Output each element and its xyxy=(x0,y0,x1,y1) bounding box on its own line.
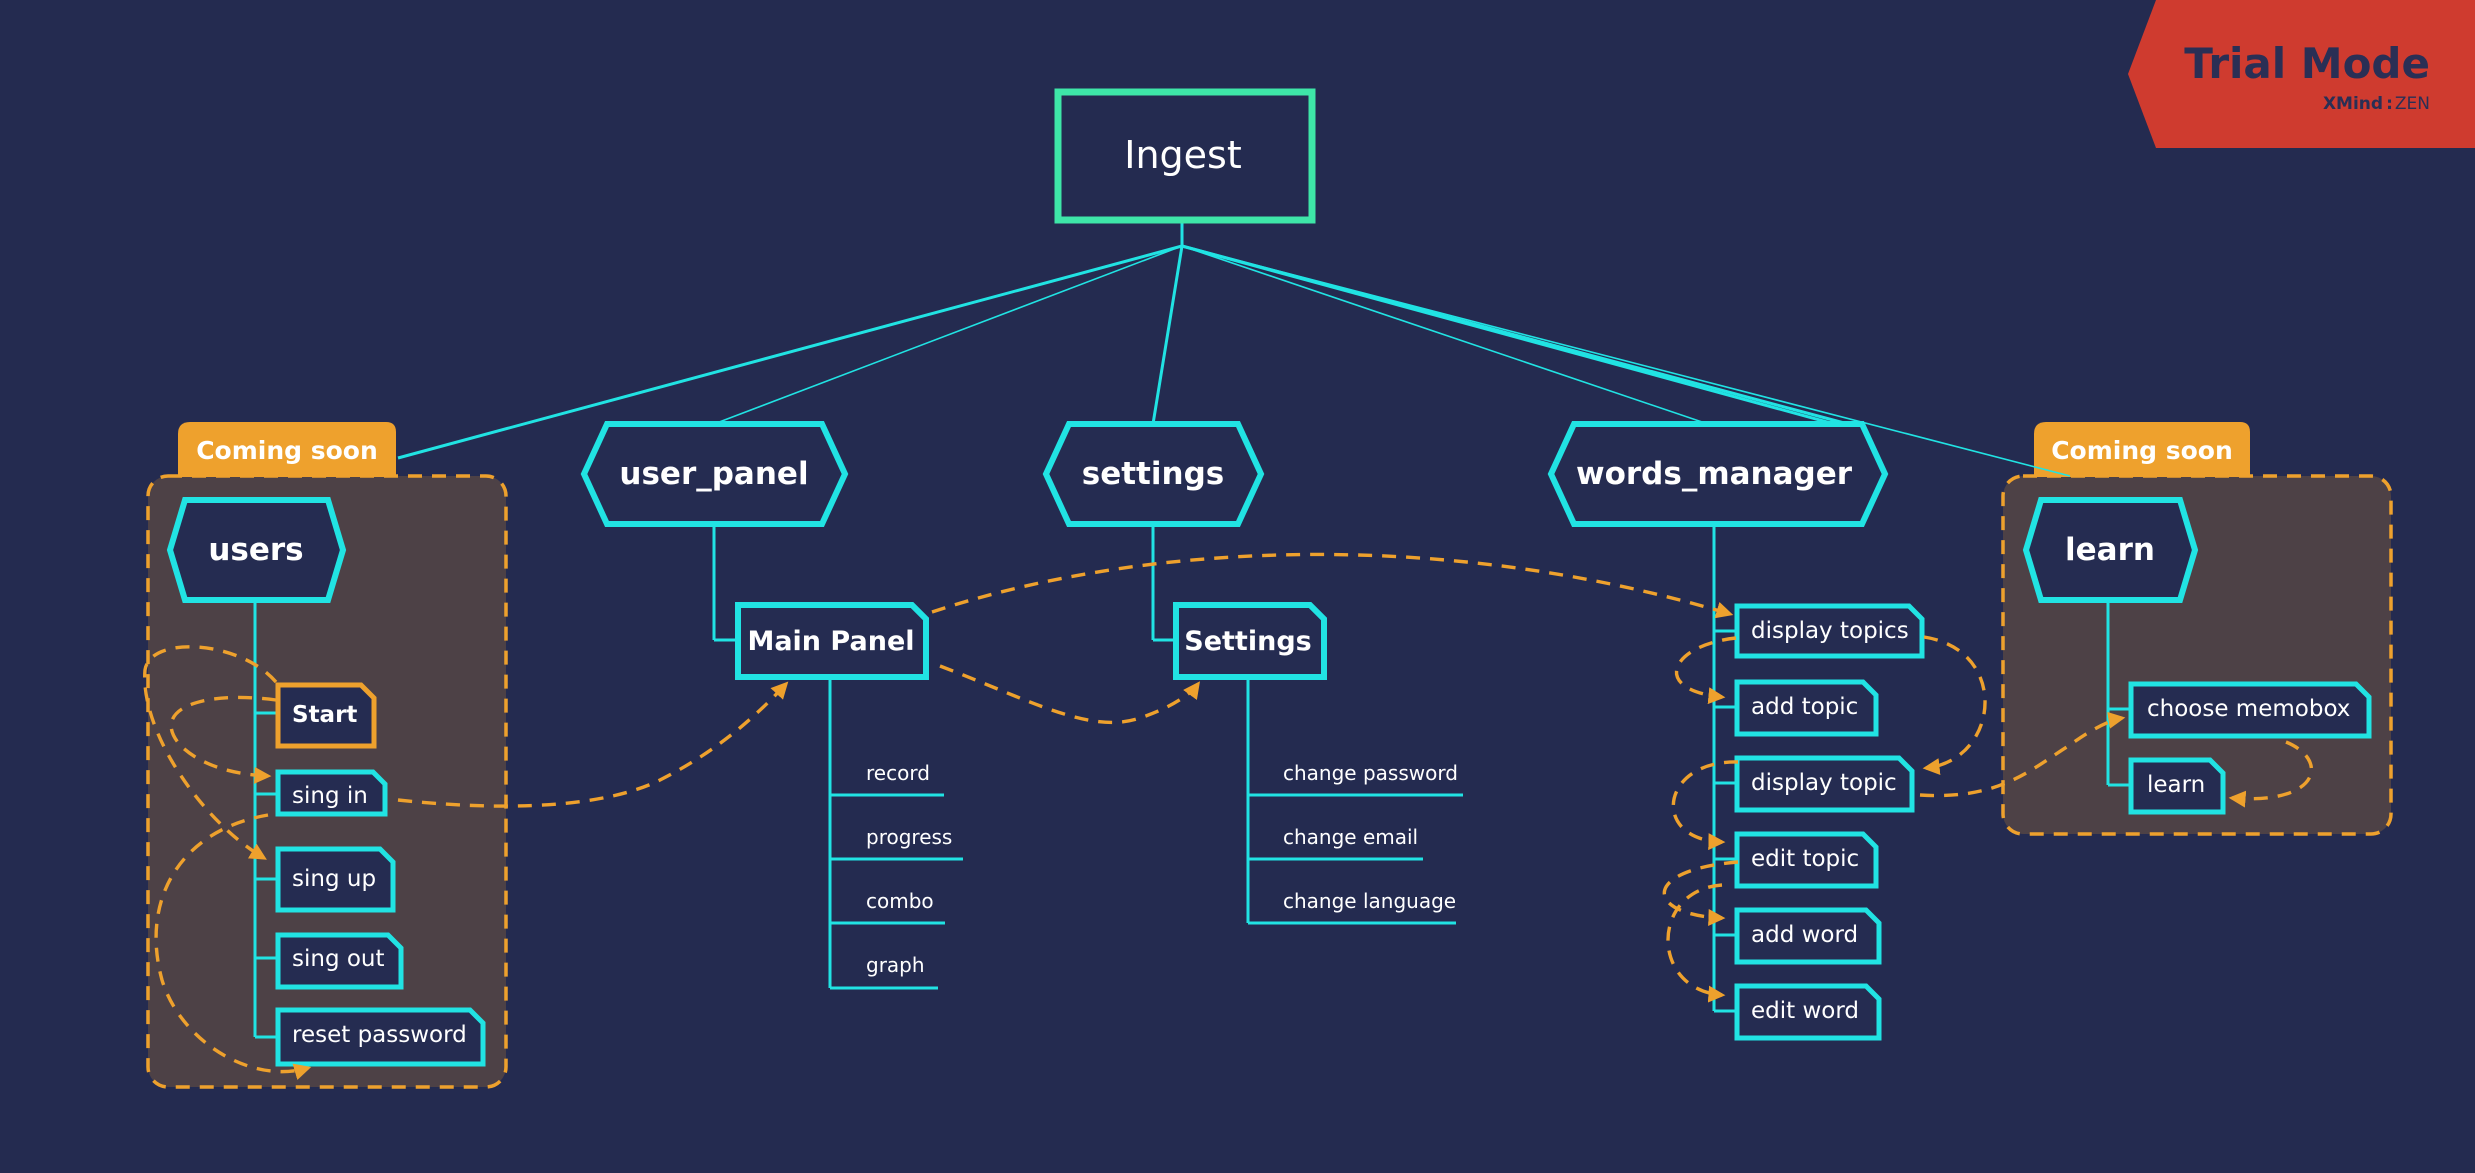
list-item-change-language[interactable]: change language xyxy=(1283,889,1456,913)
relationship-arrow xyxy=(2228,740,2314,808)
relationship-arrow xyxy=(1671,760,1739,851)
list-item-label: add word xyxy=(1751,922,1858,948)
topic-learn-label: learn xyxy=(2065,532,2155,568)
list-item-sing-in[interactable]: sing in xyxy=(275,769,388,817)
subtopic-main-panel[interactable]: Main Panel xyxy=(735,602,929,680)
learn-connectors xyxy=(2106,601,2131,787)
list-item-label: edit topic xyxy=(1751,846,1859,872)
boundary-tag-learn xyxy=(2034,422,2250,477)
subtopic-start[interactable]: Start xyxy=(275,682,377,749)
boundary-label-users: Coming soon xyxy=(196,436,378,465)
settings-items: change password change email change lang… xyxy=(1283,761,1458,913)
relationship-arrow xyxy=(939,664,1201,725)
list-item-add-topic[interactable]: add topic xyxy=(1734,679,1879,737)
list-item-label: learn xyxy=(2147,772,2205,798)
list-item-sing-out[interactable]: sing out xyxy=(275,932,404,990)
root-label: Ingest xyxy=(1124,133,1242,177)
list-item-label: display topic xyxy=(1751,770,1897,796)
words-manager-connectors xyxy=(1712,526,1737,1013)
topic-learn[interactable]: learn xyxy=(2022,497,2199,603)
topic-settings[interactable]: settings xyxy=(1042,421,1265,527)
topic-words-manager[interactable]: words_manager xyxy=(1547,421,1889,527)
subtopic-start-label: Start xyxy=(292,702,357,728)
subtopic-settings-panel-label: Settings xyxy=(1184,626,1311,657)
relationship-arrow xyxy=(1662,860,1739,926)
list-item-display-topics[interactable]: display topics xyxy=(1734,603,1925,659)
list-item-add-word[interactable]: add word xyxy=(1734,907,1882,965)
list-item-edit-word[interactable]: edit word xyxy=(1734,983,1882,1041)
root-connectors xyxy=(397,218,2071,477)
relationships xyxy=(143,552,2314,1080)
list-item-change-email[interactable]: change email xyxy=(1283,825,1418,849)
list-item-combo[interactable]: combo xyxy=(866,889,934,913)
topic-settings-label: settings xyxy=(1082,456,1224,492)
zen-edition-text: ZEN xyxy=(2395,94,2430,114)
list-item-label: choose memobox xyxy=(2147,696,2350,722)
list-item-label: display topics xyxy=(1751,618,1909,644)
relationship-arrow xyxy=(169,695,277,784)
list-item-label: sing up xyxy=(292,866,376,892)
boundary-label-learn: Coming soon xyxy=(2051,436,2233,465)
user-panel-items: record progress combo graph xyxy=(866,761,952,977)
settings-connectors xyxy=(1151,526,1463,925)
trial-mode-watermark[interactable]: Trial Mode XMind:ZEN xyxy=(2128,0,2475,148)
relationship-arrow xyxy=(1922,635,1987,775)
xmind-logo-text: XMind xyxy=(2323,94,2383,114)
relationship-arrow xyxy=(1666,883,1726,1003)
topic-users-label: users xyxy=(208,532,303,568)
topic-user-panel[interactable]: user_panel xyxy=(580,421,849,527)
list-item-learn[interactable]: learn xyxy=(2128,757,2226,815)
brand-line: XMind:ZEN xyxy=(2323,94,2430,114)
subtopic-main-panel-label: Main Panel xyxy=(747,626,914,657)
list-item-edit-topic[interactable]: edit topic xyxy=(1734,831,1879,889)
list-item-sing-up[interactable]: sing up xyxy=(275,846,396,913)
list-item-graph[interactable]: graph xyxy=(866,953,925,977)
boundary-tag-users xyxy=(178,422,396,477)
list-item-choose-memobox[interactable]: choose memobox xyxy=(2128,681,2372,739)
brand-separator-icon: : xyxy=(2386,94,2393,114)
relationship-arrow xyxy=(1674,636,1737,705)
list-item-display-topic[interactable]: display topic xyxy=(1734,755,1915,813)
relationship-arrow xyxy=(931,552,1734,619)
relationship-arrow xyxy=(397,681,789,808)
list-item-label: sing out xyxy=(292,946,385,972)
trial-mode-title: Trial Mode xyxy=(2184,39,2430,88)
list-item-label: sing in xyxy=(292,783,368,809)
topic-users[interactable]: users xyxy=(166,497,347,603)
list-item-progress[interactable]: progress xyxy=(866,825,952,849)
list-item-label: edit word xyxy=(1751,998,1859,1024)
topic-user-panel-label: user_panel xyxy=(619,456,808,492)
list-item-change-password[interactable]: change password xyxy=(1283,761,1458,785)
list-item-reset-password[interactable]: reset password xyxy=(275,1007,486,1067)
user-panel-connectors xyxy=(712,526,963,990)
relationship-arrow xyxy=(154,813,312,1080)
subtopic-settings-panel[interactable]: Settings xyxy=(1173,602,1327,680)
list-item-record[interactable]: record xyxy=(866,761,930,785)
list-item-label: reset password xyxy=(292,1022,467,1048)
list-item-label: add topic xyxy=(1751,694,1858,720)
relationship-arrow xyxy=(1919,711,2126,798)
relationship-arrow xyxy=(143,645,278,860)
root-topic[interactable]: Ingest xyxy=(1054,88,1316,224)
topic-words-manager-label: words_manager xyxy=(1576,456,1853,492)
